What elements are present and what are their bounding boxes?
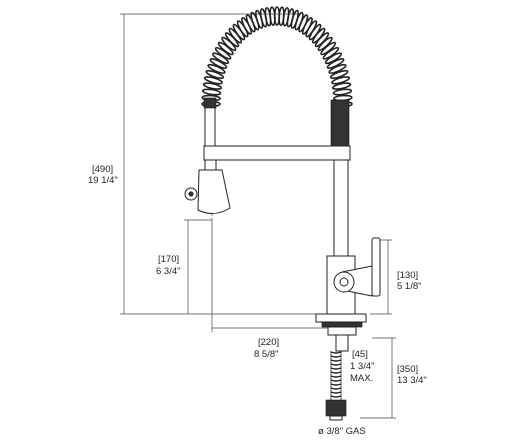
- deck-thickness-note: MAX.: [350, 373, 373, 384]
- hose-braid: [330, 371, 342, 374]
- base-plate: [315, 313, 367, 323]
- hose-braid: [330, 355, 342, 358]
- reach-dimension: [220] 8 5/8": [211, 218, 340, 360]
- hose-braid: [330, 363, 342, 366]
- reach-in: 8 5/8": [254, 349, 279, 360]
- hose-braid: [330, 367, 342, 370]
- shank-top: [335, 334, 349, 352]
- body-height-dimension: [130] 5 1/8": [370, 239, 422, 315]
- spring-coil: [201, 88, 222, 96]
- hose-braid: [330, 351, 342, 354]
- overall-height-in: 19 1/4": [88, 175, 118, 186]
- right-spring-sleeve: [330, 99, 350, 147]
- spring-coil: [326, 58, 345, 69]
- deck-thickness-mm: [45]: [352, 349, 368, 360]
- spring-coil: [332, 88, 353, 96]
- shank-length-dimension: [350] 13 3/4": [360, 337, 427, 419]
- spring-coil: [331, 76, 351, 85]
- faucet-icon: [184, 6, 381, 421]
- coil-spring-icon: [201, 6, 353, 108]
- spring-coil: [205, 69, 225, 80]
- spring-coil: [255, 9, 264, 29]
- mounting-nut: [327, 326, 357, 336]
- hose-fitting: [325, 399, 347, 417]
- body-height-mm: [130]: [397, 270, 418, 281]
- spring-coil: [329, 69, 349, 80]
- spring-coil: [203, 76, 223, 85]
- fitting-end: [329, 415, 343, 421]
- spring-coil: [250, 11, 260, 31]
- deck-thickness-in: 1 3/4": [350, 361, 375, 372]
- shank-length-mm: [350]: [397, 364, 418, 375]
- deck-gasket: [321, 321, 363, 328]
- overall-height-mm: [490]: [92, 164, 113, 175]
- spring-coil: [202, 82, 223, 90]
- reach-mm: [220]: [258, 337, 279, 348]
- body-height-in: 5 1/8": [397, 281, 422, 292]
- lever-handle-icon: [333, 237, 381, 297]
- shank-length-in: 13 3/4": [397, 375, 427, 386]
- left-spring-collar: [204, 105, 216, 147]
- spray-head-icon: [184, 159, 231, 214]
- hose-braid: [330, 395, 342, 398]
- spout-clearance-dimension: [170] 6 3/4": [156, 219, 212, 314]
- spring-coil: [328, 63, 347, 74]
- hose-braid: [330, 359, 342, 362]
- spring-coil: [331, 82, 352, 90]
- supply-hose-icon: [330, 351, 342, 400]
- spout-arm: [203, 145, 351, 161]
- riser-tube: [333, 159, 349, 257]
- overall-height-dimension: [490] 19 1/4": [88, 13, 320, 315]
- hose-braid: [330, 383, 342, 386]
- spring-coil: [324, 52, 342, 65]
- hose-braid: [330, 379, 342, 382]
- left-spring-band: [203, 97, 217, 109]
- spout-clearance-in: 6 3/4": [156, 266, 181, 277]
- connection-label: ø 3/8" GAS: [318, 426, 366, 437]
- hose-braid: [330, 391, 342, 394]
- hose-braid: [330, 375, 342, 378]
- spring-coil: [207, 63, 226, 74]
- hose-braid: [330, 387, 342, 390]
- spout-clearance-mm: [170]: [158, 254, 179, 265]
